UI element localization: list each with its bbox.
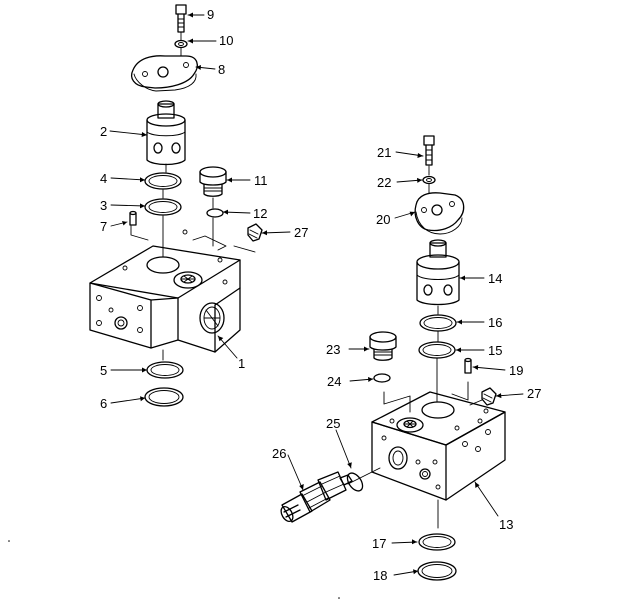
part-4-o-ring <box>144 172 182 190</box>
part-22-washer <box>422 175 436 185</box>
part-19-pin <box>464 357 472 374</box>
label-14: 14 <box>488 271 502 286</box>
part-8-flange <box>131 55 198 92</box>
label-22: 22 <box>377 175 391 190</box>
leader-lines <box>109 12 524 576</box>
part-14-valve-cartridge <box>416 239 460 306</box>
label-12: 12 <box>253 206 267 221</box>
label-5: 5 <box>100 363 107 378</box>
label-1: 1 <box>238 356 245 371</box>
label-19: 19 <box>509 363 523 378</box>
part-15-o-ring <box>418 341 456 359</box>
part-number-labels: 9 10 8 2 4 3 7 11 12 27 1 5 6 21 22 20 1… <box>100 7 541 583</box>
part-13-valve-body <box>371 381 506 501</box>
label-26: 26 <box>272 446 286 461</box>
scan-specks <box>8 540 340 599</box>
part-27-plug-right <box>481 387 497 406</box>
part-2-valve-spool <box>146 100 186 166</box>
part-25-o-ring <box>346 472 364 492</box>
label-6: 6 <box>100 396 107 411</box>
label-4: 4 <box>100 171 107 186</box>
centerline-right <box>428 165 439 529</box>
part-24-o-ring <box>373 373 391 383</box>
part-21-bolt <box>423 135 435 166</box>
part-6-o-ring <box>144 387 184 407</box>
label-10: 10 <box>219 33 233 48</box>
part-23-plug <box>369 331 397 361</box>
part-3-o-ring <box>144 198 182 216</box>
label-8: 8 <box>218 62 225 77</box>
label-11: 11 <box>254 173 268 188</box>
part-20-flange <box>414 192 465 235</box>
label-21: 21 <box>377 145 391 160</box>
part-1-valve-body <box>89 225 256 353</box>
label-27-right: 27 <box>527 386 541 401</box>
part-5-o-ring <box>146 361 184 379</box>
part-11-plug <box>199 166 227 197</box>
label-27-left: 27 <box>294 225 308 240</box>
label-24: 24 <box>327 374 341 389</box>
label-20: 20 <box>376 212 390 227</box>
part-27-plug-left <box>247 223 263 242</box>
part-12-o-ring <box>206 208 224 218</box>
label-16: 16 <box>488 315 502 330</box>
part-18-o-ring <box>417 561 457 581</box>
label-2: 2 <box>100 124 107 139</box>
centerline-left <box>162 31 214 361</box>
label-23: 23 <box>326 342 340 357</box>
label-17: 17 <box>372 536 386 551</box>
label-18: 18 <box>373 568 387 583</box>
label-25: 25 <box>326 416 340 431</box>
part-17-o-ring <box>418 533 456 551</box>
label-9: 9 <box>207 7 214 22</box>
part-10-washer <box>174 39 188 49</box>
label-3: 3 <box>100 198 107 213</box>
part-7-pin <box>129 210 137 226</box>
part-16-o-ring <box>419 314 457 332</box>
label-15: 15 <box>488 343 502 358</box>
label-7: 7 <box>100 219 107 234</box>
part-9-bolt <box>175 4 187 33</box>
label-13: 13 <box>499 517 513 532</box>
part-26-relief-valve <box>280 467 381 523</box>
